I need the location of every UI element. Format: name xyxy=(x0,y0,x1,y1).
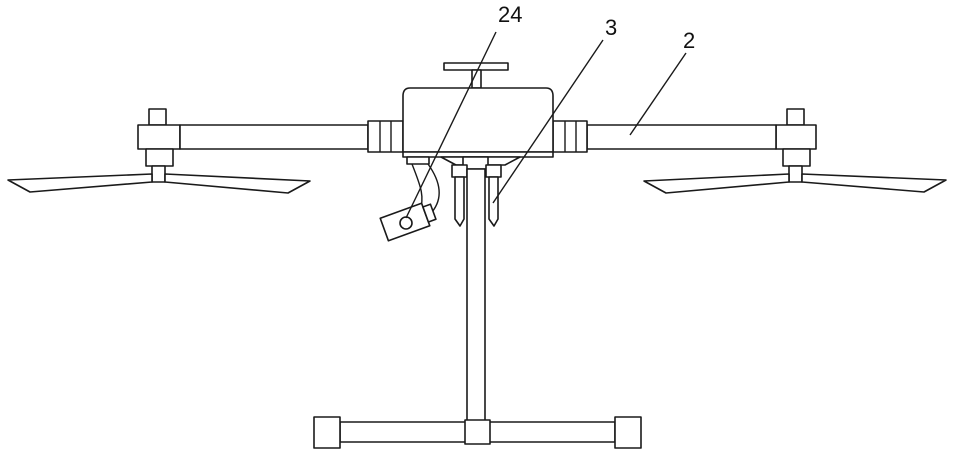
right-blade-outer xyxy=(801,173,947,193)
camera-lens xyxy=(399,216,413,230)
left-rotor-hub xyxy=(151,165,166,183)
left-nozzle xyxy=(454,176,465,227)
left-nozzle-cap xyxy=(451,164,468,178)
nozzle-assembly xyxy=(440,156,521,425)
skid-right-foot xyxy=(614,416,642,449)
right-motor-housing xyxy=(775,124,817,150)
main-housing xyxy=(402,87,554,153)
skid-left-foot xyxy=(313,416,341,449)
left-arm-coupler xyxy=(367,120,404,153)
leader-24 xyxy=(405,31,497,219)
skid-center-joint xyxy=(464,419,491,445)
right-nozzle-cap xyxy=(485,164,502,178)
leader-3 xyxy=(492,39,604,204)
label-3: 3 xyxy=(605,15,617,40)
left-motor-cap xyxy=(148,108,167,126)
label-2: 2 xyxy=(683,28,695,53)
center-shaft xyxy=(466,168,486,425)
right-rotor-hub xyxy=(788,165,803,183)
camera-connector xyxy=(406,156,430,165)
right-blade-inner xyxy=(643,173,790,194)
camera-mount xyxy=(422,203,437,223)
right-motor-cap xyxy=(786,108,805,126)
central-body xyxy=(402,62,554,165)
left-arm xyxy=(179,124,369,150)
right-arm-coupler xyxy=(552,120,588,153)
gps-plate xyxy=(443,62,509,71)
left-motor-housing xyxy=(137,124,181,150)
right-motor-base xyxy=(782,148,811,167)
right-rotor-assembly xyxy=(643,108,947,194)
label-24: 24 xyxy=(498,2,522,27)
left-motor-base xyxy=(145,148,174,167)
camera-assembly xyxy=(379,163,440,242)
right-arm xyxy=(586,124,777,150)
landing-skid xyxy=(313,416,642,449)
left-blade-inner xyxy=(164,173,311,194)
left-rotor-assembly xyxy=(7,108,311,194)
left-blade-outer xyxy=(7,173,153,193)
leader-2 xyxy=(629,52,687,136)
